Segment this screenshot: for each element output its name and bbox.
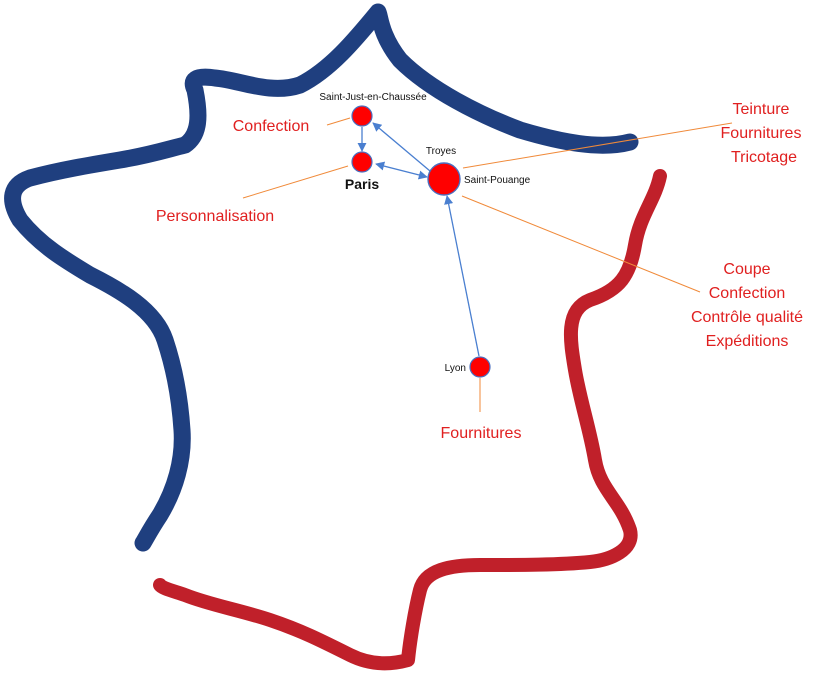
leader-line-saint-just xyxy=(326,117,351,126)
activity-saint-pouange-expeditions: Expéditions xyxy=(706,333,789,350)
activity-troyes-fournitures: Fournitures xyxy=(721,125,802,142)
arrow-lyon-to-troyes xyxy=(444,195,480,357)
activity-saint-pouange-coupe: Coupe xyxy=(723,261,770,278)
activity-lyon-fournitures: Fournitures xyxy=(441,425,522,442)
activity-saint-pouange-controle-qualite: Contrôle qualité xyxy=(691,309,803,326)
leader-line-saint-pouange xyxy=(461,195,701,293)
activity-paris-personnalisation: Personnalisation xyxy=(156,208,274,225)
city-label-paris: Paris xyxy=(345,176,379,192)
leader-line-troyes xyxy=(462,122,733,169)
city-label-saint-pouange: Saint-Pouange xyxy=(464,175,531,186)
city-label-troyes: Troyes xyxy=(426,146,456,157)
arrow-troyes-to-saint-just xyxy=(372,122,431,172)
activity-troyes-teinture: Teinture xyxy=(733,101,790,118)
city-marker-saint-just xyxy=(351,105,373,127)
leader-line-paris xyxy=(242,165,349,199)
city-marker-troyes xyxy=(427,162,461,196)
arrow-troyes-paris xyxy=(375,161,428,180)
city-marker-paris xyxy=(351,151,373,173)
city-label-saint-just: Saint-Just-en-Chaussée xyxy=(319,92,427,103)
france-outline-south-east xyxy=(153,169,667,671)
activity-saint-just-confection: Confection xyxy=(233,118,310,135)
activity-troyes-tricotage: Tricotage xyxy=(731,149,797,166)
activity-saint-pouange-confection: Confection xyxy=(709,285,786,302)
city-marker-lyon xyxy=(469,356,491,378)
city-label-lyon: Lyon xyxy=(445,363,466,374)
france-outline-north-west xyxy=(4,3,639,552)
